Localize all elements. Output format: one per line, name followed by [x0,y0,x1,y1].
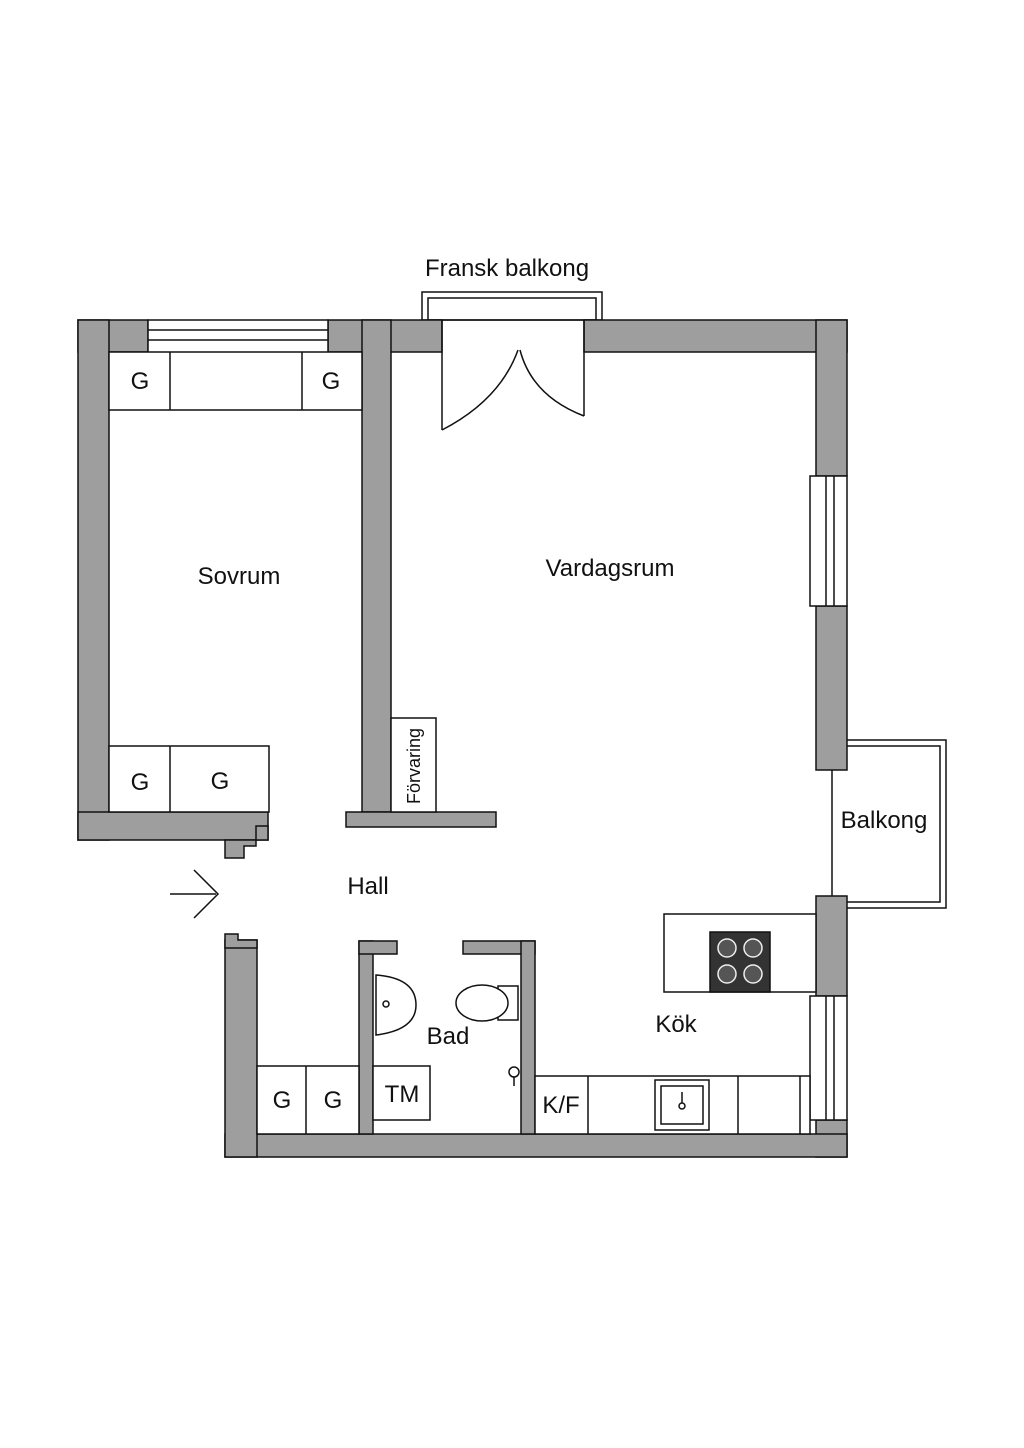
label-bad: Bad [427,1023,470,1050]
toilet-icon [455,984,519,1022]
wardrobe-bottom [108,745,270,813]
closet-label: G [322,368,341,395]
storage [390,717,437,813]
closet-label: G [273,1087,292,1114]
inner-walls [345,319,536,1135]
sink-icon [375,974,417,1036]
label-hall: Hall [347,873,388,900]
window-kitchen-right [809,995,848,1121]
balcony [831,739,947,909]
wall-bath-top-left [358,940,398,955]
stove-icon [709,931,771,993]
closet-label: G [131,368,150,395]
wall-right-top [815,319,848,477]
entrance-arrow-icon [170,869,220,919]
label-kf: K/F [542,1092,579,1119]
label-sovrum: Sovrum [198,563,281,590]
label-fransk-balkong: Fransk balkong [425,255,589,282]
wall-hall-partition [345,811,497,828]
label-tm: TM [385,1081,420,1108]
wardrobe-top [108,351,363,411]
wall-left [77,319,110,841]
shower-icon [508,1066,520,1086]
kitchen-counter [534,1075,811,1135]
hall-wardrobes [256,1065,360,1135]
bathroom-fixtures [372,974,520,1121]
wall-bottom [224,1133,848,1158]
wall-top-right [583,319,848,353]
french-doors [441,320,585,431]
entrance-jamb-top [224,825,269,859]
wall-bedroom-living [361,319,392,813]
door-swing-icon [441,349,519,431]
wall-right-low [815,895,848,997]
entrance-jamb-bottom [224,933,258,949]
closet-label: G [131,769,150,796]
kitchen-sink-icon [654,1079,710,1131]
closet-label: G [324,1087,343,1114]
kitchen-island [663,913,817,993]
label-vardagsrum: Vardagsrum [546,555,675,582]
wall-bottom-left-stub [77,811,269,841]
label-forvaring: Förvaring [404,728,424,804]
label-balkong: Balkong [841,807,928,834]
label-kok: Kök [655,1011,697,1038]
wall-left-lower [224,939,258,1158]
washing-machine [372,1065,431,1121]
wall-right-mid [815,605,848,771]
window-bedroom [147,319,329,357]
outer-walls [77,319,848,1158]
wall-bath-left [358,940,374,1135]
french-balcony-railing [421,291,603,321]
wall-bath-right [520,940,536,1135]
window-living-right [809,475,848,607]
closet-label: G [211,768,230,795]
